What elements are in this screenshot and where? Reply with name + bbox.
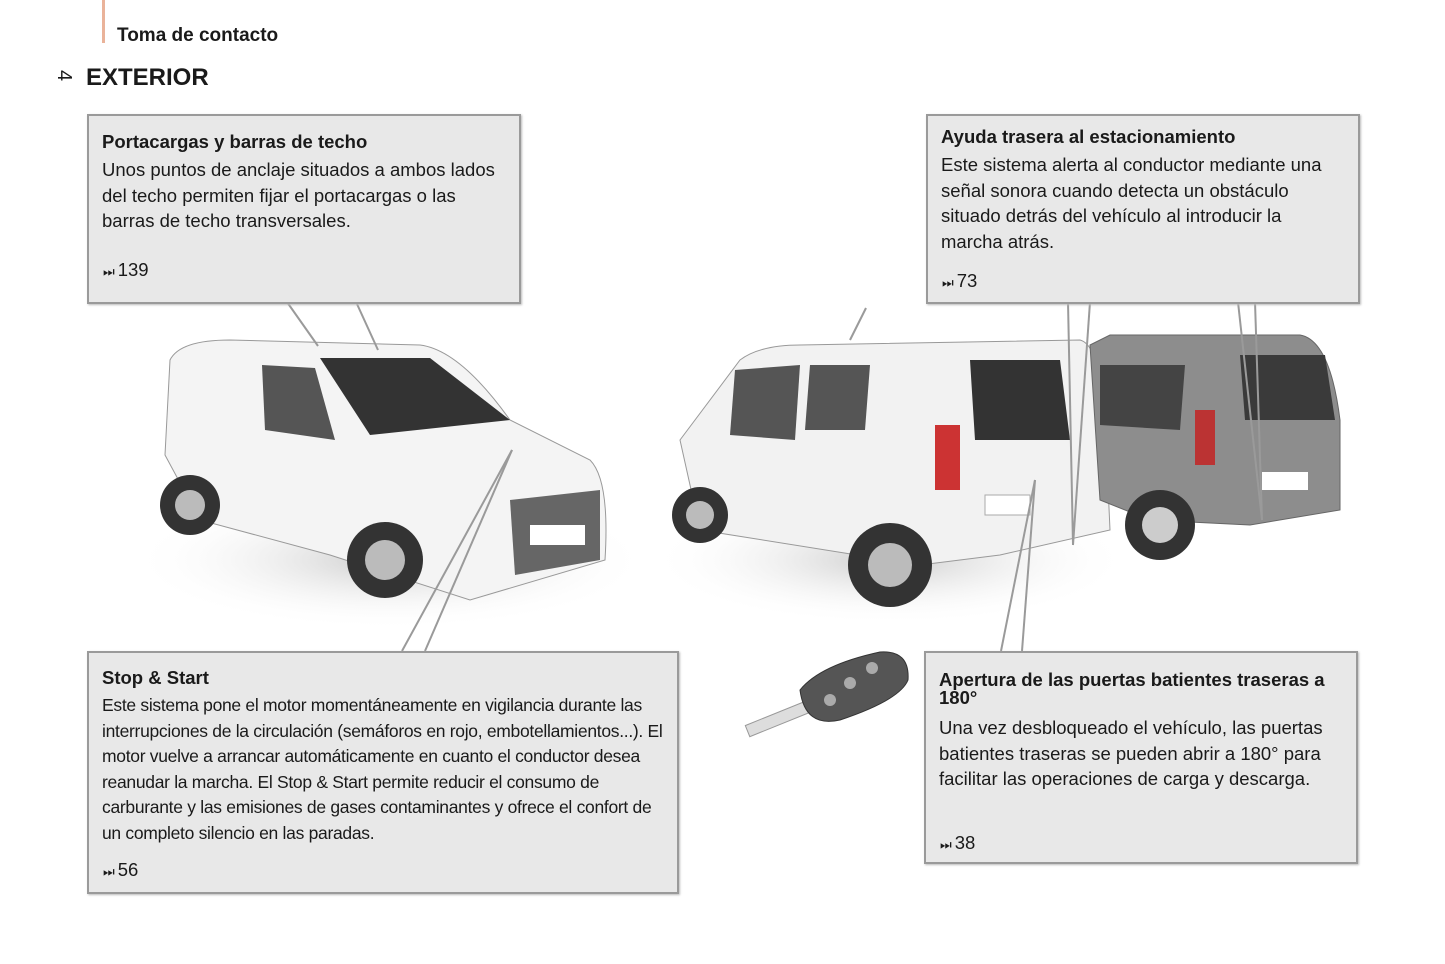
callout-text: Este sistema pone el motor momentáneamen… (102, 695, 663, 843)
callout-text: Unos puntos de anclaje situados a ambos … (102, 159, 495, 231)
callout-text: Este sistema alerta al conductor mediant… (941, 154, 1322, 252)
callout-rear-parking: Ayuda trasera al estacionamiento Este si… (926, 114, 1360, 304)
page-ref-icon: ⏭ (942, 275, 954, 290)
page-ref-number: 38 (954, 832, 976, 853)
page-reference-link[interactable]: ⏭38 (940, 832, 975, 854)
section-tab-marker (102, 0, 105, 43)
page-ref-number: 73 (956, 270, 978, 291)
page-reference-link[interactable]: ⏭139 (103, 259, 149, 281)
page-reference-link[interactable]: ⏭73 (942, 270, 977, 292)
page-ref-icon: ⏭ (103, 264, 115, 279)
callout-roof-bars: Portacargas y barras de techo Unos punto… (87, 114, 521, 304)
callout-title: Stop & Start (102, 667, 209, 688)
van-rear-illustration (650, 339, 1130, 625)
page-ref-number: 56 (117, 859, 139, 880)
callout-title: Apertura de las puertas batientes traser… (939, 669, 1325, 708)
page-ref-number: 139 (117, 259, 149, 280)
remote-key-illustration (744, 651, 909, 738)
callout-text: Una vez desbloqueado el vehículo, las pu… (939, 717, 1323, 789)
callout-rear-doors: Apertura de las puertas batientes traser… (924, 651, 1358, 864)
callout-stop-start: Stop & Start Este sistema pone el motor … (87, 651, 679, 894)
page-reference-link[interactable]: ⏭56 (103, 859, 138, 881)
callout-title: Ayuda trasera al estacionamiento (941, 126, 1236, 147)
callout-title: Portacargas y barras de techo (102, 131, 368, 152)
page-ref-icon: ⏭ (940, 837, 952, 852)
callout-pointers (286, 301, 1263, 652)
page-ref-icon: ⏭ (103, 864, 115, 879)
van-front-illustration (130, 339, 650, 630)
passenger-van-illustration (1089, 334, 1341, 560)
section-title: Toma de contacto (117, 25, 279, 46)
page-title: EXTERIOR (86, 64, 209, 91)
